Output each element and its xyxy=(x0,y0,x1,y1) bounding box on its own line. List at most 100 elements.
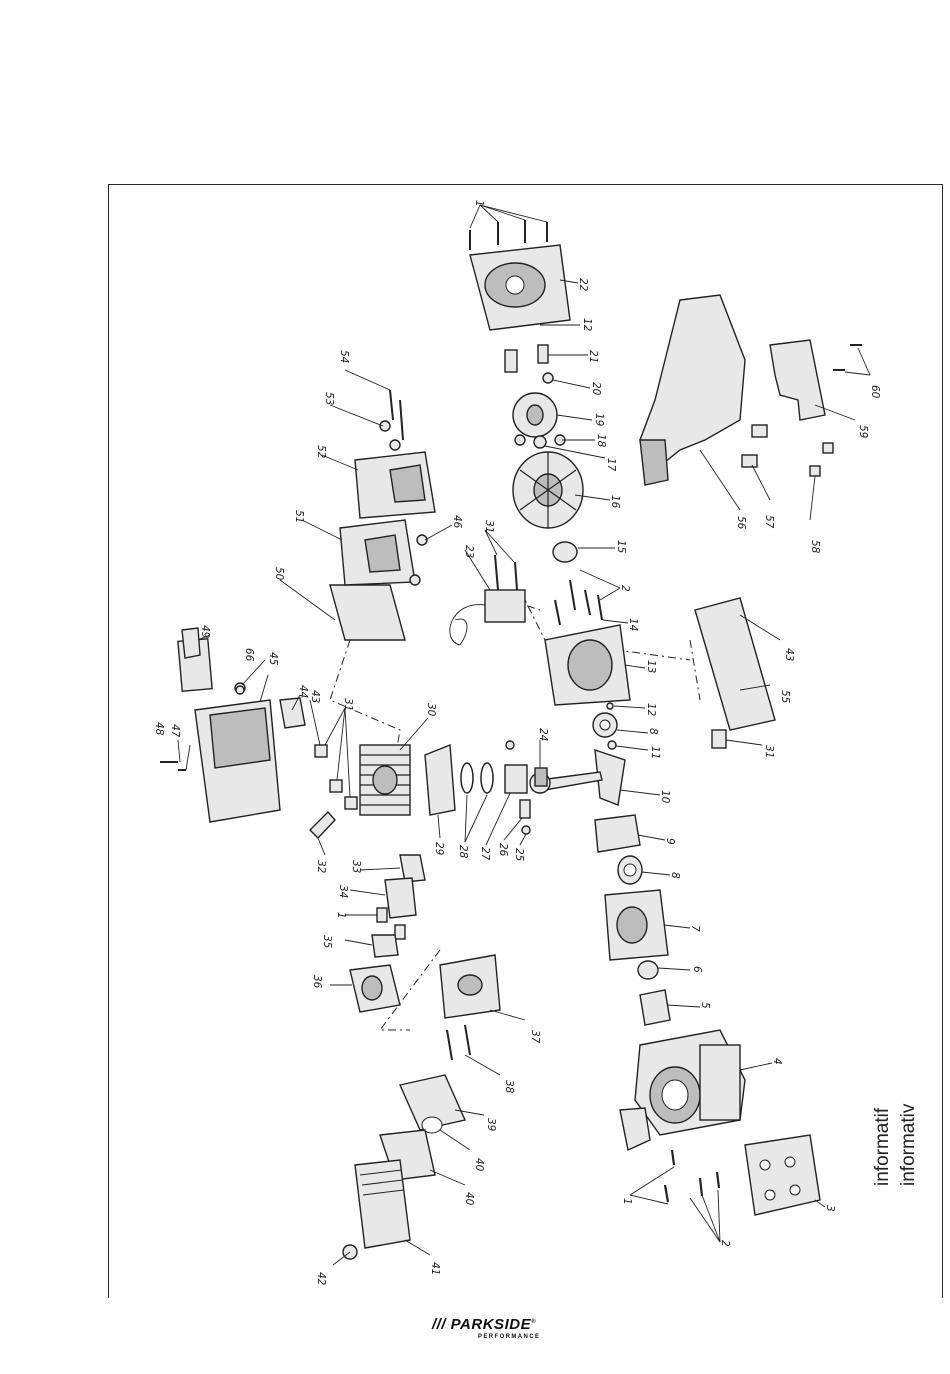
callout-17: 17 xyxy=(605,458,617,472)
callout-57: 57 xyxy=(763,515,775,529)
callout-45: 45 xyxy=(267,652,279,666)
callout-56: 56 xyxy=(735,516,747,530)
crankshaft-part xyxy=(530,703,625,805)
callout-22: 22 xyxy=(577,278,589,292)
callout-7: 7 xyxy=(689,925,701,932)
gasket-part xyxy=(595,815,640,852)
callout-40: 40 xyxy=(473,1158,485,1172)
callout-4: 4 xyxy=(771,1058,783,1065)
callout-49: 49 xyxy=(199,625,211,639)
callout-26: 26 xyxy=(497,843,509,857)
callout-2b: 2 xyxy=(719,1240,731,1247)
callout-52: 52 xyxy=(315,445,327,459)
starter-cover-part xyxy=(470,220,570,330)
callout-60: 60 xyxy=(869,385,881,399)
bottom-bolts xyxy=(665,1150,719,1202)
intake-parts xyxy=(350,855,425,1012)
bearing-part xyxy=(618,856,642,884)
callout-19: 19 xyxy=(593,413,605,427)
callout-9: 9 xyxy=(664,838,676,845)
callout-1c: 1 xyxy=(335,912,347,919)
callout-43: 43 xyxy=(309,690,321,703)
callout-27: 27 xyxy=(479,847,491,861)
callout-54: 54 xyxy=(338,350,350,363)
callout-2: 2 xyxy=(619,585,631,592)
callout-53: 53 xyxy=(323,392,335,405)
callout-50: 50 xyxy=(273,567,285,581)
callout-31b: 31 xyxy=(342,698,354,711)
callout-31c: 31 xyxy=(763,745,775,758)
brand-logo: /// PARKSIDE® PERFORMANCE xyxy=(432,1316,557,1348)
callout-10: 10 xyxy=(659,790,671,804)
callout-28: 28 xyxy=(457,845,469,859)
callout-42: 42 xyxy=(315,1272,327,1286)
callout-39: 39 xyxy=(485,1118,497,1132)
callout-46: 46 xyxy=(451,515,463,529)
callout-24: 24 xyxy=(537,728,549,741)
fuel-tank-part xyxy=(640,295,745,485)
callout-47: 47 xyxy=(169,724,181,738)
plate-part xyxy=(695,598,775,748)
cylinder-part xyxy=(360,745,410,815)
callout-32: 32 xyxy=(315,860,327,874)
callout-5: 5 xyxy=(699,1002,711,1009)
ignition-coil-part xyxy=(450,555,525,645)
callout-16: 16 xyxy=(609,495,621,509)
callout-37: 37 xyxy=(529,1030,541,1044)
callout-48: 48 xyxy=(153,722,165,736)
pulley-part xyxy=(505,345,565,448)
side-note: informatif informativ xyxy=(870,1010,950,1210)
callout-15: 15 xyxy=(615,540,627,554)
callout-13: 13 xyxy=(645,660,657,673)
callout-40b: 40 xyxy=(463,1192,475,1206)
bracket-part xyxy=(770,340,862,476)
callout-41: 41 xyxy=(429,1262,441,1275)
small-mount-parts xyxy=(742,425,767,467)
callout-21: 21 xyxy=(587,350,599,363)
callout-12b: 12 xyxy=(645,703,657,717)
callout-14: 14 xyxy=(627,618,639,631)
callout-12: 12 xyxy=(581,318,593,332)
cylinder-cover-part xyxy=(160,639,357,822)
callout-23: 23 xyxy=(463,545,475,558)
callout-58: 58 xyxy=(809,540,821,554)
piston-parts xyxy=(425,741,547,834)
muffler-shields-part xyxy=(330,390,435,640)
side-note-line-2: informativ xyxy=(898,1104,920,1186)
callout-44: 44 xyxy=(297,685,309,698)
callout-59: 59 xyxy=(857,425,869,439)
starter-housing-part xyxy=(620,1030,745,1150)
callout-30: 30 xyxy=(425,703,437,717)
callout-36: 36 xyxy=(311,975,323,989)
callout-20: 20 xyxy=(590,382,602,396)
air-box-part xyxy=(745,1135,820,1215)
callout-35: 35 xyxy=(321,935,333,949)
callout-29: 29 xyxy=(433,842,445,856)
callout-31a: 31 xyxy=(483,520,495,533)
callout-3: 3 xyxy=(824,1205,836,1212)
callout-66: 66 xyxy=(243,648,255,662)
flywheel-part xyxy=(513,452,583,562)
side-note-line-1: informatif xyxy=(872,1108,894,1186)
callout-34: 34 xyxy=(337,885,349,898)
callout-8b: 8 xyxy=(669,872,681,879)
callout-1b: 1 xyxy=(621,1198,633,1205)
gear-housing-part xyxy=(605,890,668,960)
callout-11: 11 xyxy=(649,746,661,759)
callout-51: 51 xyxy=(293,510,305,523)
spark-plug-part xyxy=(310,812,335,838)
callout-38: 38 xyxy=(503,1080,515,1094)
brand-name: /// PARKSIDE® xyxy=(432,1316,536,1333)
callout-6: 6 xyxy=(691,966,703,973)
callout-8: 8 xyxy=(647,728,659,735)
clutch-part xyxy=(638,961,670,1025)
callout-1: 1 xyxy=(473,200,485,207)
callout-55: 55 xyxy=(779,690,791,704)
callout-18: 18 xyxy=(595,434,607,448)
callout-43b: 43 xyxy=(783,648,795,661)
brand-subline: PERFORMANCE xyxy=(478,1334,540,1340)
leader-lines xyxy=(178,205,870,1265)
callout-25: 25 xyxy=(513,848,525,862)
crankcase-part xyxy=(545,580,630,705)
